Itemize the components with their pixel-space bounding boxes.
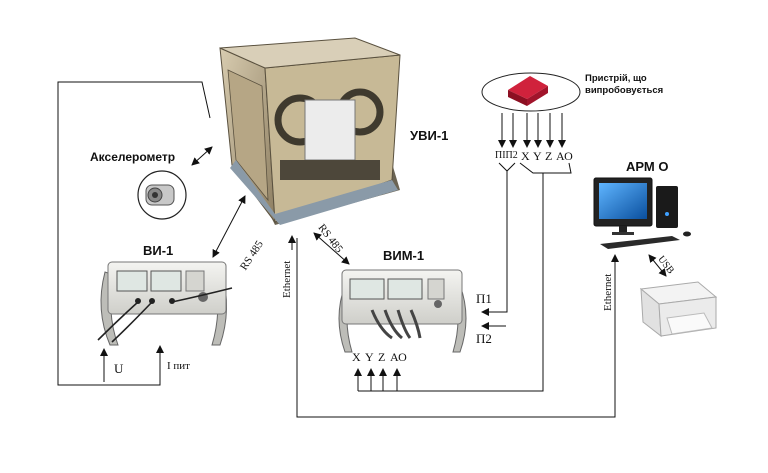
arm-label: АРМ О xyxy=(626,159,669,174)
accelerometer-illustration xyxy=(137,170,187,220)
p1-label: П1 xyxy=(476,291,492,306)
printer-illustration xyxy=(639,281,718,338)
vi1-cable xyxy=(97,287,233,343)
ethernet-right-label: Ethernet xyxy=(602,273,614,311)
vi1-label: ВИ-1 xyxy=(143,243,174,258)
connection-lines xyxy=(57,81,619,418)
ethernet-left-label: Ethernet xyxy=(281,260,293,298)
uvi-label: УВИ-1 xyxy=(410,128,449,143)
p2-label: П2 xyxy=(476,331,492,346)
vim1-instrument-illustration xyxy=(338,269,467,353)
vibration-rig-illustration xyxy=(219,37,401,225)
dut-label: Пристрій, що випробовується xyxy=(585,73,664,96)
vim1-label: ВИМ-1 xyxy=(383,248,425,263)
vim1-cables xyxy=(370,309,422,340)
accelerometer-link-arrow xyxy=(191,146,213,166)
z-bottom-label: Z xyxy=(378,350,386,364)
computer-illustration xyxy=(593,177,691,249)
x-bottom-label: X xyxy=(352,350,361,364)
dut-chip-icon xyxy=(508,76,548,106)
x-top-label: X xyxy=(521,149,530,163)
accelerometer-label: Акселерометр xyxy=(90,150,176,164)
ao-bottom-label: АО xyxy=(390,350,407,364)
vi1-instrument-illustration xyxy=(100,261,228,346)
usb-arrow xyxy=(648,254,667,277)
ao-top-label: АО xyxy=(556,149,573,163)
pip2-label: ПІП2 xyxy=(495,150,518,161)
y-top-label: Y xyxy=(533,149,542,163)
z-top-label: Z xyxy=(545,149,553,163)
y-bottom-label: Y xyxy=(365,350,374,364)
i-pit-label: І пит xyxy=(167,360,190,372)
u-label: U xyxy=(114,361,124,376)
